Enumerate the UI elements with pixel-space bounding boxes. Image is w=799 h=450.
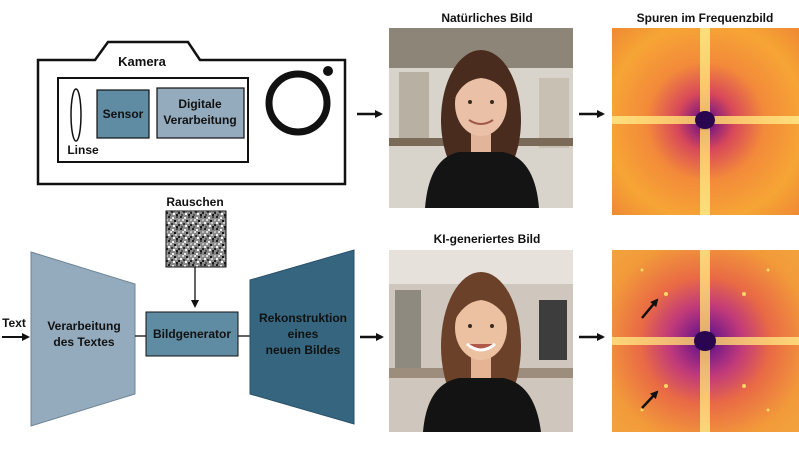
ai-image bbox=[389, 250, 573, 432]
ai-spectrum-arrow-upper bbox=[641, 298, 659, 319]
ai-portrait bbox=[389, 250, 573, 432]
generator-pipeline: Rauschen Text Verarbeitung des Textes Bi… bbox=[2, 195, 355, 427]
lens-label: Linse bbox=[67, 143, 99, 157]
processing-label-line1: Digitale bbox=[178, 97, 222, 111]
processing-block bbox=[156, 87, 245, 139]
ai-spectrum-artifact-dots bbox=[640, 268, 770, 412]
spectrum-title: Spuren im Frequenzbild bbox=[637, 11, 774, 25]
generator-label: Bildgenerator bbox=[153, 327, 231, 341]
reconstruction-line2: eines bbox=[288, 327, 319, 341]
natural-spectrum bbox=[612, 28, 799, 215]
natural-image bbox=[389, 28, 573, 208]
camera-lens-ring-icon bbox=[265, 70, 331, 136]
ai-spectrum-center bbox=[694, 331, 716, 351]
camera-title: Kamera bbox=[118, 54, 166, 69]
sensor-block bbox=[96, 89, 150, 139]
text-processing-line1: Verarbeitung bbox=[47, 319, 120, 333]
reconstruction-block bbox=[249, 249, 355, 425]
natural-image-title: Natürliches Bild bbox=[441, 11, 532, 25]
ai-spectrum-arrow-lower bbox=[641, 390, 659, 409]
camera-flash-icon bbox=[323, 66, 333, 76]
generator-block bbox=[145, 311, 239, 357]
natural-portrait bbox=[389, 28, 573, 208]
text-processing-block bbox=[30, 251, 136, 427]
reconstruction-line3: neuen Bildes bbox=[266, 343, 341, 357]
lens-icon bbox=[70, 88, 82, 142]
reconstruction-line1: Rekonstruktion bbox=[259, 311, 347, 325]
natural-spectrum-center bbox=[695, 111, 715, 129]
ai-spectrum bbox=[612, 250, 799, 432]
sensor-label: Sensor bbox=[103, 107, 144, 121]
text-processing-line2: des Textes bbox=[53, 335, 114, 349]
processing-label-line2: Verarbeitung bbox=[163, 113, 236, 127]
noise-image bbox=[165, 210, 227, 268]
noise-label: Rauschen bbox=[166, 195, 223, 209]
ai-image-title: KI-generiertes Bild bbox=[434, 232, 541, 246]
camera: Kamera Linse Sensor Digitale Verarbeitun… bbox=[36, 40, 347, 186]
text-input-label: Text bbox=[2, 316, 26, 330]
